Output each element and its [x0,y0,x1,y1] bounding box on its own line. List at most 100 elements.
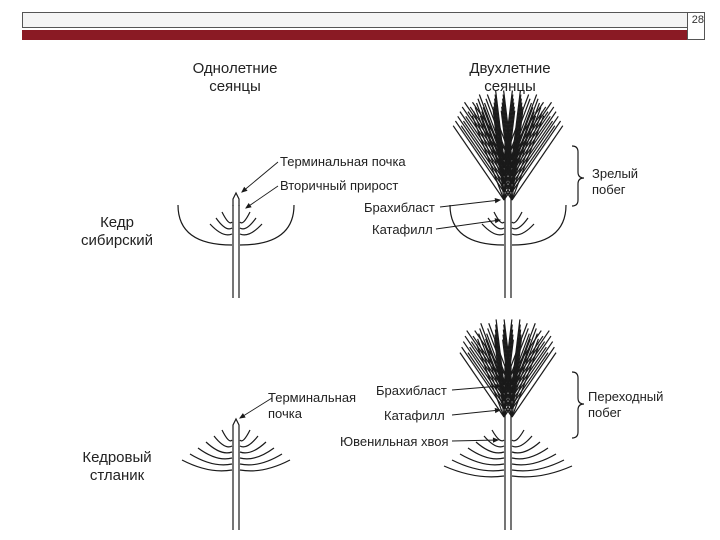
arcs-biennial-dwarf-r0 [511,429,525,442]
pointer-cataphyll-top [435,219,501,230]
arcs-biennial-siberian-r2 [511,223,535,236]
label-brachyblast-bottom: Брахибласт [376,383,447,398]
arcs-biennial-dwarf-l3 [467,447,505,460]
fan-right-top-5-2 [500,110,513,201]
arcs-biennial-siberian-l0 [493,211,505,224]
fan-left-top-0-2 [495,90,505,161]
label-cataphyll-top: Катафилл [372,222,433,237]
fan-right-bottom-4-1 [483,343,513,418]
arcs-biennial-dwarf-r3 [511,447,549,460]
arcs-annual-dwarf-r4 [239,453,283,466]
pointer-terminal-bud [241,161,279,193]
brace-mature-shoot [571,145,585,207]
fan-left-bottom-3-1 [477,338,505,410]
fan-left-top-5-0 [452,125,505,201]
fan-left-bottom-3-3 [503,334,514,410]
fan-right-bottom-2-3 [511,329,522,402]
cotyledons-annual-siberian-left [177,204,233,246]
pointer-secondary-growth [245,185,279,209]
arcs-annual-dwarf-r1 [239,435,259,448]
label-juvenile-needles: Ювенильная хвоя [340,434,449,449]
fan-right-bottom-2-2 [502,329,513,402]
fan-right-bottom-1-3 [511,324,521,394]
arcs-biennial-dwarf-l6 [443,465,505,478]
pointer-cataphyll-bottom [451,409,501,416]
fan-left-top-5-4 [503,115,537,201]
fan-left-bottom-1-2 [495,324,505,394]
fan-left-bottom-2-1 [478,333,505,402]
pointer-juvenile-needles-head [492,437,500,443]
fan-left-bottom-4-4 [503,343,533,418]
fan-left-top-3-1 [474,107,505,185]
plants-layer [177,90,585,530]
fan-left-bottom-4-0 [459,352,505,418]
species-label-siberian: Кедр сибирский [80,214,153,249]
fan-left-bottom-2-3 [503,329,514,402]
fan-right-bottom-3-2 [502,334,513,410]
fan-right-top-1-2 [502,94,513,169]
arcs-biennial-dwarf-l5 [451,459,505,472]
arcs-annual-siberian-r2 [239,223,263,236]
fan-right-top-5-1 [479,115,513,201]
pointers-layer [239,161,502,443]
arcs-biennial-siberian-r1 [511,217,529,230]
bud-annual-dwarf [232,417,240,432]
pointer-cataphyll-top-head [494,218,502,224]
fan-right-top-5-3 [511,110,524,201]
fan-left-top-5-1 [471,115,505,201]
arcs-annual-dwarf-l5 [181,459,233,472]
fan-right-bottom-4-4 [511,343,541,418]
arcs-annual-siberian-r1 [239,217,257,230]
pointer-terminal-bud-head [241,186,248,193]
brace-transitional-shoot [571,371,585,439]
species-label-dwarf: Кедровый стланик [82,449,152,484]
arcs-biennial-dwarf-l1 [483,435,505,448]
arcs-annual-dwarf-l4 [189,453,233,466]
fan-left-top-1-2 [494,94,505,169]
arcs-biennial-dwarf-r4 [511,453,557,466]
fan-left-bottom-4-3 [503,339,514,418]
fan-right-bottom-4-5 [511,352,557,418]
fan-right-bottom-0-3 [511,319,521,386]
fan-right-bottom-4-0 [467,352,513,418]
arcs-annual-siberian-l0 [221,211,233,224]
fan-right-top-3-4 [511,107,542,185]
fan-left-top-3-3 [503,102,515,185]
arcs-annual-siberian-r0 [239,211,251,224]
fan-right-top-5-0 [460,125,513,201]
label-brachyblast-top: Брахибласт [364,200,435,215]
label-mature-shoot: Зрелый побег [592,166,639,197]
arcs-biennial-dwarf-l0 [491,429,505,442]
fan-right-bottom-3-3 [511,334,522,410]
cotyledons-biennial-siberian-right [511,204,567,246]
fan-right-bottom-1-2 [503,324,513,394]
pointer-secondary-growth-head [245,202,252,209]
fan-left-top-1-3 [503,94,514,169]
arcs-biennial-dwarf-l4 [459,453,505,466]
fan-left-bottom-2-2 [494,329,505,402]
arcs-biennial-siberian-l2 [481,223,505,236]
arcs-annual-dwarf-r5 [239,459,291,472]
fan-left-top-4-1 [473,111,505,193]
fan-right-top-5-5 [511,125,564,201]
slide-number: 28 [691,14,704,26]
cotyledons-biennial-siberian-left [449,204,505,246]
fan-right-top-5-4 [511,115,545,201]
arcs-biennial-dwarf-r1 [511,435,533,448]
pointer-brachyblast-bottom-head [494,383,502,390]
arcs-annual-dwarf-l3 [197,447,233,460]
pointer-juvenile-needles [451,439,499,442]
corner-square [687,12,705,40]
header-accent-bar [22,30,688,40]
fan-right-top-4-2 [501,106,513,193]
pointer-cataphyll-bottom-head [494,407,502,414]
label-transitional-shoot: Переходный побег [588,389,664,420]
arcs-annual-dwarf-r3 [239,447,275,460]
fan-right-bottom-4-2 [502,339,513,418]
arcs-biennial-siberian-l1 [487,217,505,230]
fan-left-bottom-4-1 [475,343,505,418]
arcs-biennial-dwarf-r6 [511,465,573,478]
pointer-terminal-bud-2 [239,397,273,419]
arcs-biennial-dwarf-r5 [511,459,565,472]
